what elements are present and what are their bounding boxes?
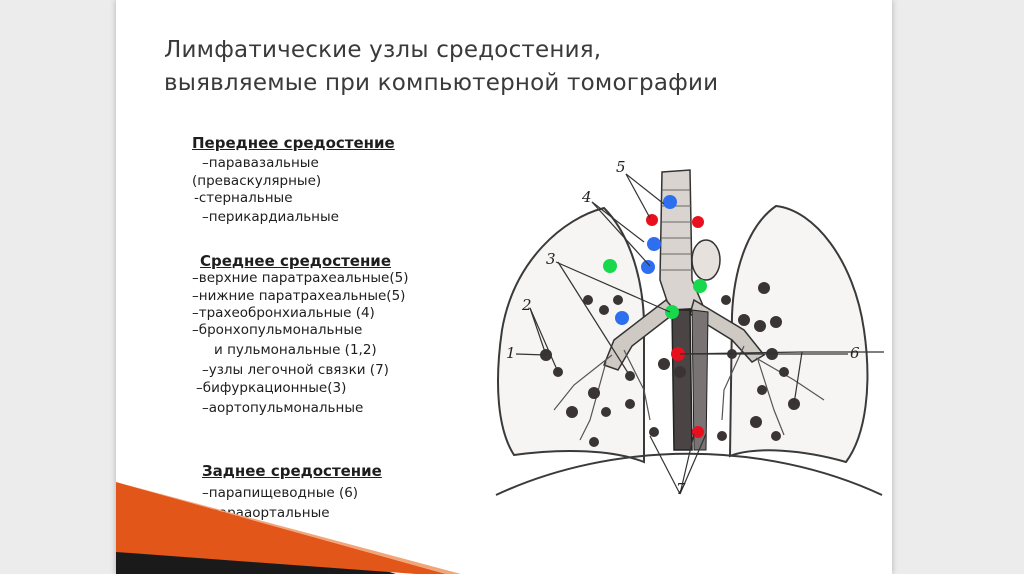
anterior-item: -стернальные [194,190,293,206]
middle-item: –бифуркационные(3) [196,380,346,396]
node-red [646,214,658,226]
node-dark [625,399,635,409]
diagram-label-2: 2 [521,296,532,314]
node-blue [663,195,677,209]
node-dark [771,431,781,441]
node-dark [721,295,731,305]
node-dark [717,431,727,441]
node-blue [641,260,655,274]
middle-item: –аортопульмональные [202,400,363,416]
node-dark [566,406,578,418]
node-dark [599,305,609,315]
anterior-item: –перикардиальные [202,209,339,225]
node-green [665,305,679,319]
node-green [693,279,707,293]
posterior-heading: Заднее средостение [202,462,382,480]
middle-item: –узлы легочной связки (7) [202,362,389,378]
node-dark [770,316,782,328]
node-dark [754,320,766,332]
node-dark [589,437,599,447]
decorative-ribbon [116,482,892,574]
title-line-1: Лимфатические узлы средостения, [164,34,884,67]
node-red [692,216,704,228]
middle-item: –верхние паратрахеальные(5) [192,270,408,286]
node-green [603,259,617,273]
anterior-item: –паравазальные [202,155,319,171]
left-margin [0,0,116,574]
middle-item: и пульмональные (1,2) [214,342,377,358]
node-dark [674,366,686,378]
node-dark [738,314,750,326]
node-dark [658,358,670,370]
anterior-heading: Переднее средостение [192,134,395,152]
title-line-2: выявляемые при компьютерной томографии [164,67,884,100]
diagram-label-5: 5 [616,158,626,176]
esophagus [672,310,692,450]
diagram-label-4: 4 [581,188,592,206]
middle-item: –нижние паратрахеальные(5) [192,288,405,304]
node-dark [649,427,659,437]
diagram-label-3: 3 [546,250,556,268]
anterior-item: (преваскулярные) [192,173,321,189]
diagram-label-6: 6 [850,344,860,362]
middle-heading: Среднее средостение [200,252,391,270]
node-blue [647,237,661,251]
node-dark [613,295,623,305]
middle-item: –трахеобронхиальные (4) [192,305,375,321]
diagram-label-1: 1 [506,344,516,362]
node-blue [615,311,629,325]
node-dark [757,385,767,395]
aortic-arch [692,240,720,280]
node-dark [601,407,611,417]
node-dark [779,367,789,377]
node-dark [588,387,600,399]
slide-title: Лимфатические узлы средостения, выявляем… [164,34,884,100]
node-dark [750,416,762,428]
mediastinal-lymph-nodes-diagram: 1 2 3 4 5 6 7 [494,150,884,510]
right-margin [892,0,1024,574]
middle-item: –бронхопульмональные [192,322,362,338]
slide: Лимфатические узлы средостения, выявляем… [116,0,892,574]
node-dark [758,282,770,294]
